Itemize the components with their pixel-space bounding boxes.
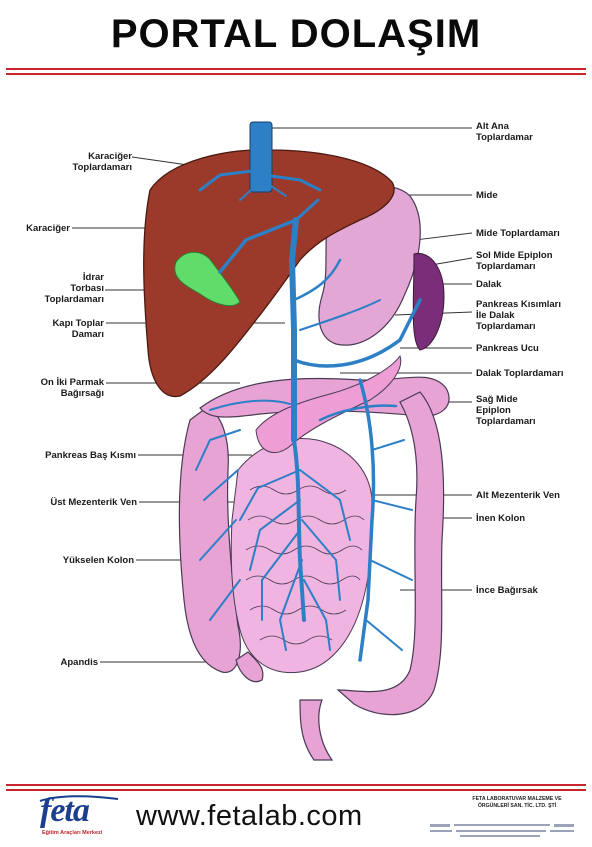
feta-logo: feta xyxy=(40,792,90,829)
spleen xyxy=(412,252,445,351)
leader-karaciger-toplardamari xyxy=(131,156,189,166)
title-rule-bottom xyxy=(6,73,586,75)
label-inen-kolon: İnen Kolon xyxy=(476,513,526,524)
appendix xyxy=(235,651,264,683)
label-ust-mezenterik-ven: Üst Mezenterik Ven xyxy=(50,497,137,508)
label-dalak-toplardamari: Dalak Toplardamarı xyxy=(476,368,564,379)
label-alt-mezenterik-ven: Alt Mezenterik Ven xyxy=(476,490,560,501)
title-rule-top xyxy=(6,68,586,70)
rectum xyxy=(299,699,334,761)
portal-vein xyxy=(288,217,299,443)
footer-rule-bottom xyxy=(6,789,586,791)
page-title: PORTAL DOLAŞIM xyxy=(110,12,482,56)
label-mide-toplardamari: Mide Toplardamarı xyxy=(476,228,560,239)
label-pankreas-bas-kismi: Pankreas Baş Kısmı xyxy=(45,450,136,461)
inferior-mesenteric-vein xyxy=(358,378,376,662)
label-dalak: Dalak xyxy=(476,279,502,290)
gallbladder xyxy=(174,251,241,307)
liver xyxy=(143,149,395,398)
small-intestine-mass xyxy=(230,438,373,674)
logo-tagline: Eğitim Araçları Merkezi xyxy=(42,830,103,836)
colic-veins xyxy=(195,429,241,621)
label-yukselen-kolon: Yükselen Kolon xyxy=(62,555,134,566)
veins xyxy=(195,168,422,662)
label-pankreas-ucu: Pankreas Ucu xyxy=(476,343,539,354)
company-name: FETA LABORATUVAR MALZEME VE ÖRGÜNLERİ SA… xyxy=(472,796,562,809)
feta-logo-swoosh xyxy=(39,795,119,802)
gastric-vein xyxy=(292,258,342,302)
superior-mesenteric-vein xyxy=(292,438,306,622)
descending-colon xyxy=(336,391,445,716)
label-ince-bagirsak: İnce Bağırsak xyxy=(476,585,538,596)
splenic-vein xyxy=(292,298,422,368)
label-karaciger: Karaciğer xyxy=(26,223,70,234)
small-intestine xyxy=(230,438,373,674)
website-url: www.fetalab.com xyxy=(136,800,363,832)
label-apandis: Apandis xyxy=(60,657,98,668)
fine-print xyxy=(430,824,574,837)
footer-rule-top xyxy=(6,784,586,786)
label-mide: Mide xyxy=(476,190,498,201)
